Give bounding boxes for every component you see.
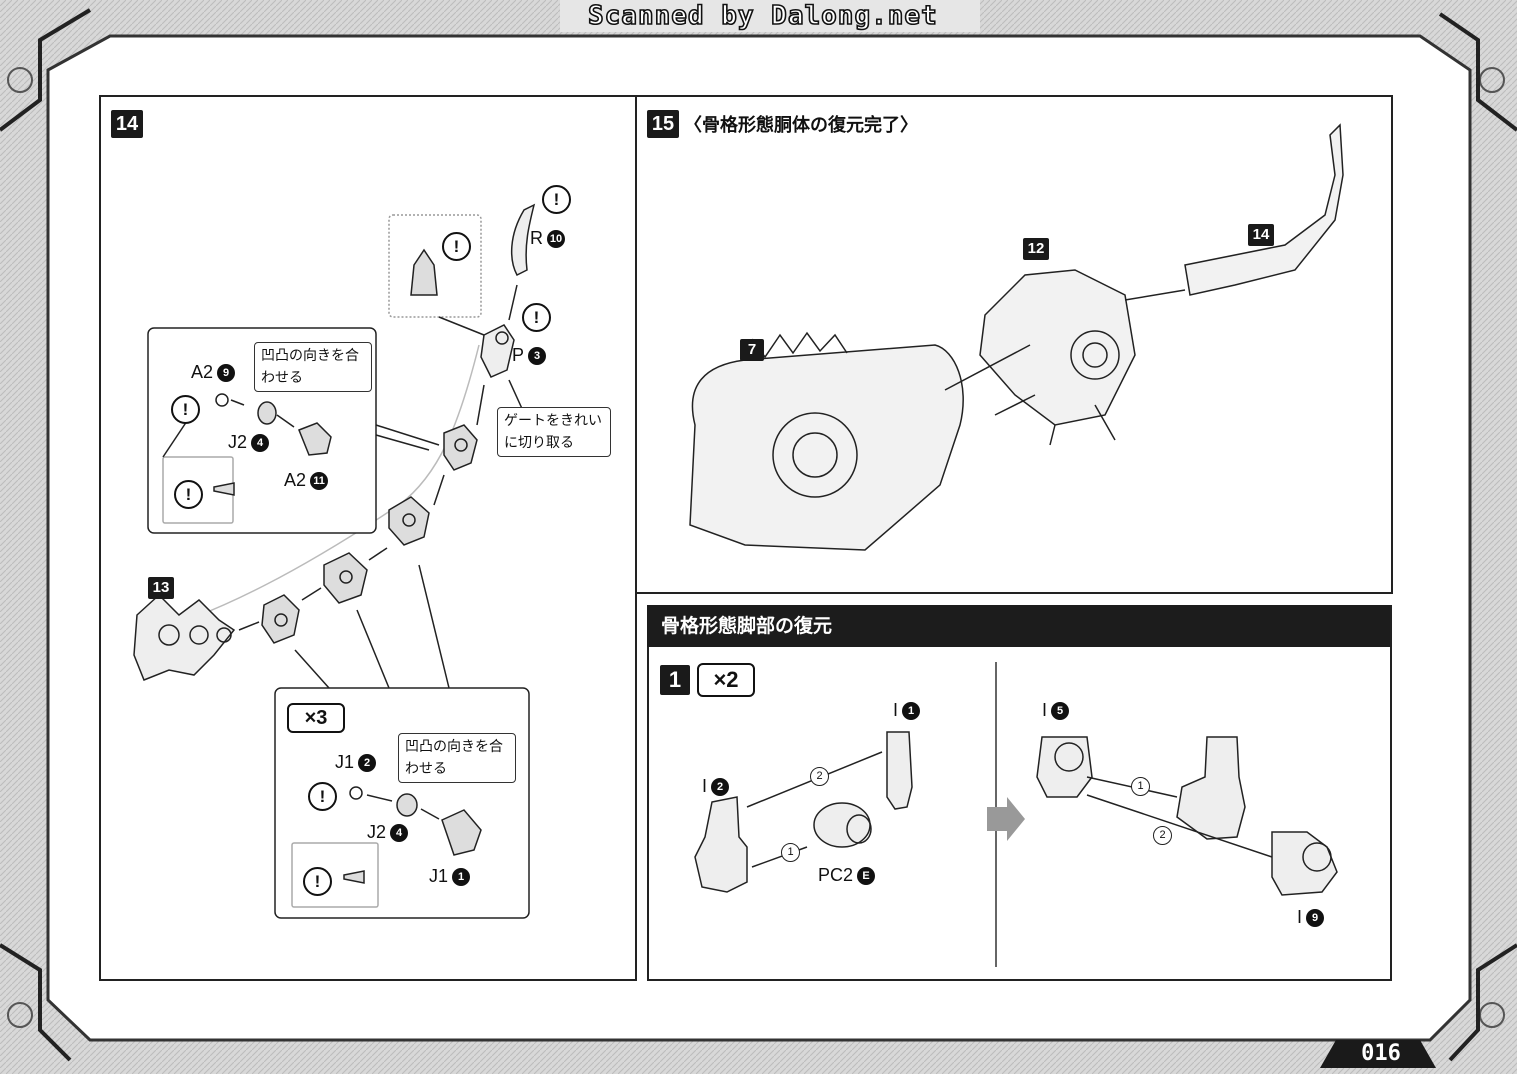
segment-4 xyxy=(443,424,478,471)
caution-icon: ! xyxy=(303,867,332,896)
multiplier-x3: ×3 xyxy=(287,703,345,733)
callout-align-top: 凹凸の向きを合わせる xyxy=(254,342,372,392)
segment-1 xyxy=(261,594,300,644)
order-marker-2: 2 xyxy=(1153,826,1172,845)
step-14-number: 14 xyxy=(111,110,143,138)
multiplier-x2: ×2 xyxy=(697,663,755,697)
caution-icon: ! xyxy=(522,303,551,332)
caution-icon: ! xyxy=(542,185,571,214)
order-marker-1: 1 xyxy=(781,843,800,862)
step-15-number: 15 xyxy=(647,110,679,138)
order-marker-2: 2 xyxy=(810,767,829,786)
ref-13-badge: 13 xyxy=(148,577,174,599)
segment-2 xyxy=(323,552,368,604)
legs-header: 骨格形態脚部の復元 xyxy=(647,605,1390,647)
step-15-title: 〈骨格形態胴体の復元完了〉 xyxy=(684,115,918,136)
watermark: Scanned by Dalong.net xyxy=(587,0,938,32)
legs-diagram xyxy=(694,662,1338,967)
step-15-diagram xyxy=(689,123,1344,551)
legs-step-number: 1 xyxy=(660,665,690,695)
ref-7-badge: 7 xyxy=(740,339,764,361)
segment-3 xyxy=(388,496,430,546)
ref-14-badge: 14 xyxy=(1248,224,1274,246)
step-15-panel xyxy=(635,95,1393,594)
caution-icon: ! xyxy=(308,782,337,811)
caution-icon: ! xyxy=(171,395,200,424)
caution-icon: ! xyxy=(174,480,203,509)
part-p xyxy=(480,324,515,378)
page-number: 016 xyxy=(1361,1041,1401,1066)
order-marker-1: 1 xyxy=(1131,777,1150,796)
part-r xyxy=(510,203,536,276)
callout-align-bottom: 凹凸の向きを合わせる xyxy=(398,733,516,783)
caution-icon: ! xyxy=(442,232,471,261)
callout-gate: ゲートをきれいに切り取る xyxy=(497,407,611,457)
tail-base-13 xyxy=(133,593,236,681)
ref-12-badge: 12 xyxy=(1023,238,1049,260)
